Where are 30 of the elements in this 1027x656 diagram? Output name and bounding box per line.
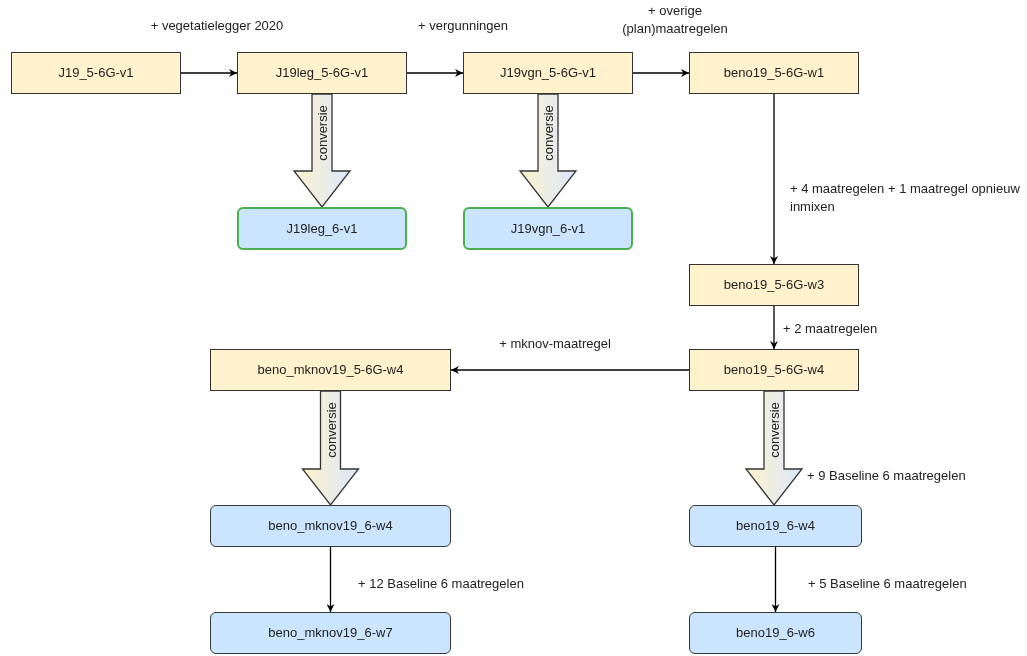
process-box: beno_mknov19_5-6G-w4	[210, 349, 451, 391]
process-box: beno_mknov19_6-w7	[210, 612, 451, 654]
block-arrow	[518, 93, 578, 209]
process-box: J19vgn_5-6G-v1	[463, 52, 633, 94]
process-box: beno19_6-w4	[689, 505, 862, 547]
process-box: J19vgn_6-v1	[463, 207, 633, 250]
process-box: beno19_6-w6	[689, 612, 862, 654]
arrow	[770, 305, 778, 350]
block-arrow	[292, 93, 352, 209]
process-box: J19leg_5-6G-v1	[237, 52, 407, 94]
arrow	[406, 69, 464, 77]
arrow	[180, 69, 238, 77]
process-box: beno19_5-6G-w1	[689, 52, 859, 94]
edge-label: conversie	[324, 402, 337, 458]
process-box: beno_mknov19_6-w4	[210, 505, 451, 547]
edge-label: conversie	[541, 104, 555, 161]
arrow	[632, 69, 690, 77]
arrow	[771, 546, 780, 613]
process-box: beno19_5-6G-w4	[689, 349, 859, 391]
arrow	[450, 366, 690, 374]
edge-label: conversie	[315, 104, 329, 161]
edge-label: conversie	[767, 402, 781, 458]
block-arrow	[744, 390, 804, 507]
process-box: J19_5-6G-v1	[11, 52, 181, 94]
block-arrow	[301, 390, 360, 507]
annotation-text: + 9 Baseline 6 maatregelen	[807, 467, 966, 485]
process-box: beno19_5-6G-w3	[689, 264, 859, 306]
arrow	[326, 546, 335, 613]
process-box: J19leg_6-v1	[237, 207, 407, 250]
arrow	[770, 93, 778, 265]
